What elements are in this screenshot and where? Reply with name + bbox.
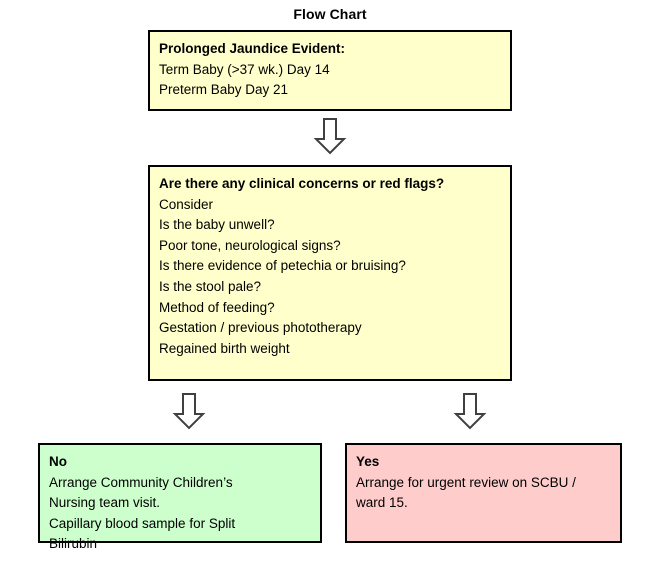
- arrow-down-icon: [172, 392, 206, 430]
- node-line: Method of feeding?: [159, 299, 275, 315]
- node-line: Preterm Baby Day 21: [159, 82, 289, 98]
- node-line: Is the stool pale?: [159, 278, 262, 294]
- node-line: Capillary blood sample for Split: [49, 515, 236, 531]
- node-clinical-concerns: Are there any clinical concerns or red f…: [148, 165, 512, 381]
- node-line: Poor tone, neurological signs?: [159, 237, 341, 253]
- node-heading: No: [49, 454, 67, 469]
- arrow-down-icon: [453, 392, 487, 430]
- node-heading: Yes: [356, 454, 380, 469]
- node-line: Gestation / previous phototherapy: [159, 320, 362, 336]
- page-title: Flow Chart: [293, 6, 367, 22]
- node-line: ward 15.: [356, 495, 408, 511]
- node-heading: Are there any clinical concerns or red f…: [159, 176, 445, 191]
- node-line: Regained birth weight: [159, 340, 290, 356]
- node-yes-branch: Yes Arrange for urgent review on SCBU / …: [345, 443, 622, 543]
- node-line: Arrange Community Children’s: [49, 474, 233, 490]
- node-line: Bilirubin: [49, 536, 98, 552]
- arrow-down-icon: [313, 117, 347, 155]
- node-line: Is the baby unwell?: [159, 217, 275, 233]
- node-line: Is there evidence of petechia or bruisin…: [159, 258, 406, 274]
- node-prolonged-jaundice: Prolonged Jaundice Evident: Term Baby (>…: [148, 30, 512, 111]
- node-line: Consider: [159, 196, 214, 212]
- node-line: Arrange for urgent review on SCBU /: [356, 474, 576, 490]
- node-heading: Prolonged Jaundice Evident:: [159, 41, 346, 56]
- node-line: Nursing team visit.: [49, 495, 161, 511]
- node-line: Term Baby (>37 wk.) Day 14: [159, 61, 330, 77]
- node-no-branch: No Arrange Community Children’s Nursing …: [38, 443, 322, 551]
